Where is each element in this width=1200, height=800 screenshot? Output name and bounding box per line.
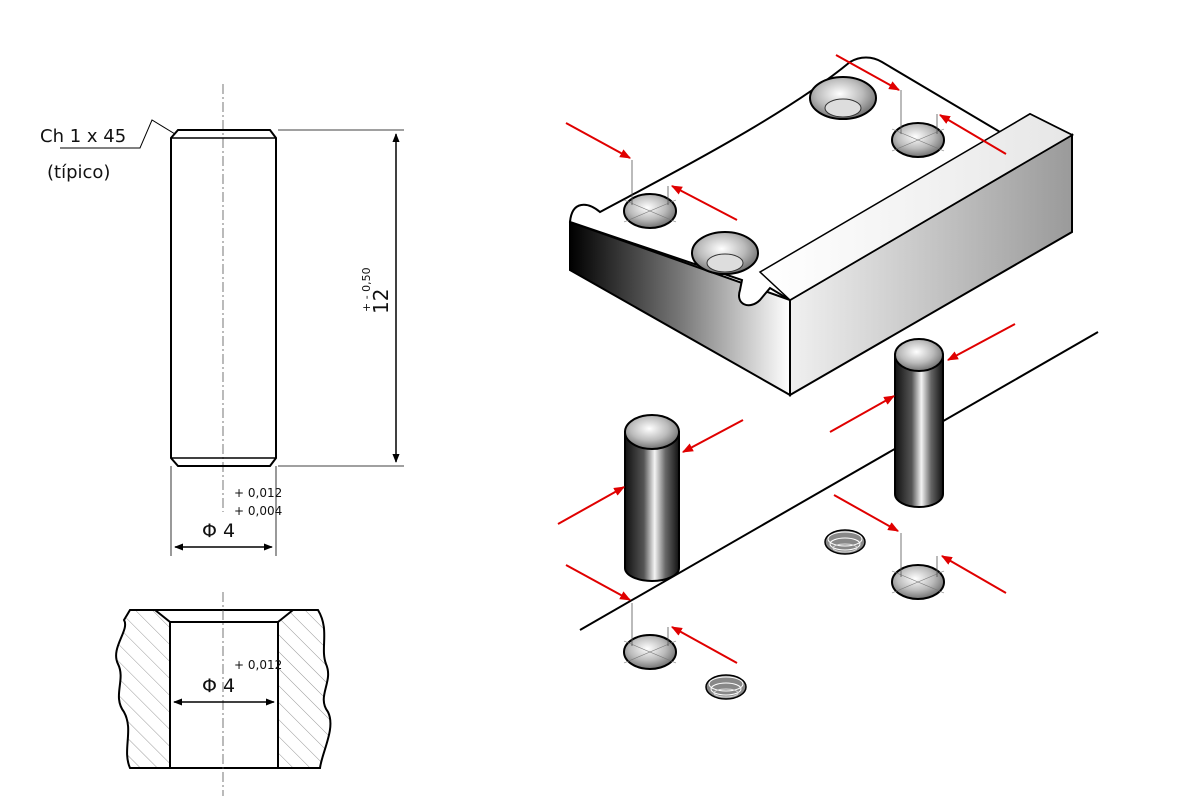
block-counterbore-2 [691, 231, 759, 275]
arrow-pin-right-a [947, 323, 1016, 361]
pin-diameter-label: Φ 4 [202, 520, 235, 542]
chamfer-leader-line [60, 119, 176, 149]
hole-tolerance: + 0,012 [234, 658, 282, 672]
chamfer-label: Ch 1 x 45 [40, 126, 126, 147]
arrow-pin-left-a [682, 419, 744, 453]
arrow-base-hole-right-b [941, 555, 1007, 594]
hole-diameter-label: Φ 4 [202, 675, 235, 697]
dowel-pin-right [894, 338, 944, 508]
dowel-pin-left [624, 414, 680, 582]
pin-tolerance-lower: + 0,004 [234, 504, 282, 518]
block-pin-hole-2 [891, 90, 945, 158]
indicator-arrows [557, 54, 1016, 664]
block-counterbore-1 [809, 76, 877, 120]
arrow-base-hole-left-b [671, 626, 738, 664]
pin-elevation-view: Ch 1 x 45 (típico) 12 + - 0,50 + 0,012 +… [40, 84, 404, 556]
hole-section-view: + 0,012 Φ 4 [115, 592, 332, 796]
arrow-pin-left-b [557, 486, 625, 525]
arrow-block-hole-2-a [835, 54, 900, 91]
block-pin-hole-1 [623, 160, 677, 229]
chamfer-note: (típico) [47, 162, 110, 183]
base-pin-hole-left [623, 603, 677, 670]
threaded-hole-lower [705, 674, 747, 700]
arrow-base-hole-right-a [833, 494, 899, 532]
section-hatch-right [277, 609, 332, 769]
base-plate-edge [579, 331, 1099, 631]
section-hatch-left [115, 609, 171, 769]
threaded-hole-upper [824, 529, 866, 555]
length-tolerance: + - 0,50 [360, 267, 373, 312]
arrow-block-hole-1-b [671, 185, 738, 221]
arrow-block-hole-1-a [565, 122, 631, 159]
arrow-block-hole-2-b [939, 114, 1007, 155]
base-pin-hole-right [891, 533, 945, 600]
locator-block [568, 56, 1075, 397]
arrow-pin-right-b [829, 395, 895, 433]
pin-tolerance-upper: + 0,012 [234, 486, 282, 500]
isometric-illustration [557, 54, 1099, 700]
length-value: 12 [369, 289, 393, 314]
pin-outline [170, 129, 277, 467]
arrow-base-hole-left-a [565, 564, 631, 601]
block-rail-top [758, 113, 1074, 301]
